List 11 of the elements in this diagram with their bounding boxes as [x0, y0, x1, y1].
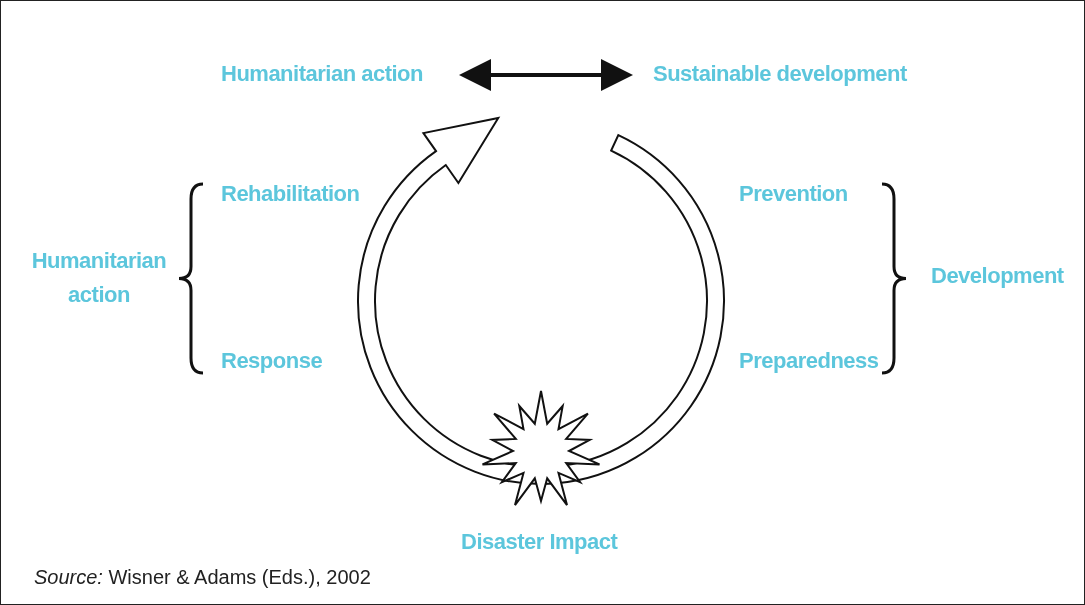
node-label: Humanitarian action: [221, 57, 423, 91]
stage-label: Prevention: [739, 180, 848, 208]
event-label: Disaster Impact: [461, 528, 618, 556]
group-label: Development: [931, 262, 1064, 290]
stage-label: Response: [221, 347, 323, 375]
stage-label: Preparedness: [739, 347, 879, 375]
arrow: [459, 59, 633, 91]
stage-label: Rehabilitation: [221, 180, 360, 208]
source-caption: Source: Wisner & Adams (Eds.), 2002: [34, 566, 371, 589]
group-label: Humanitarian action: [30, 247, 168, 309]
node-label: Sustainable development: [653, 57, 907, 91]
